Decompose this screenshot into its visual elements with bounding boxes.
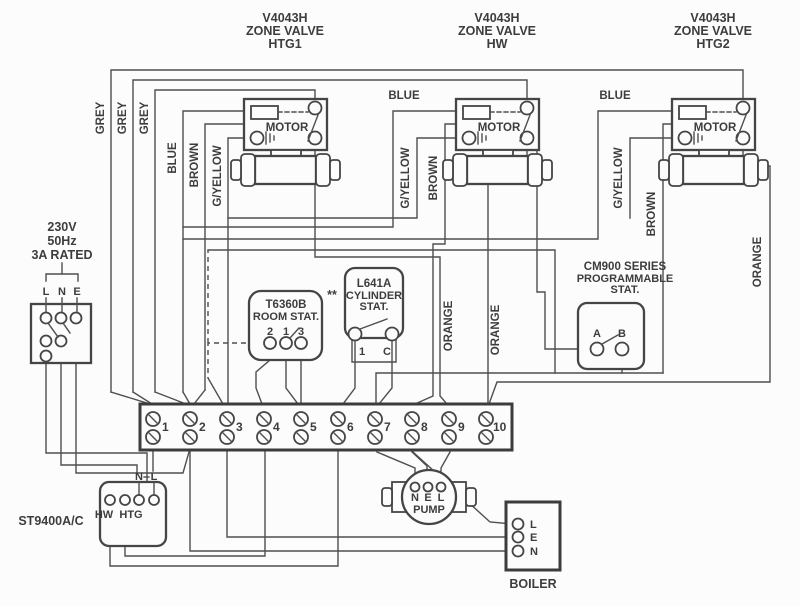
- valve3-zone: HTG2: [696, 37, 729, 51]
- valve1-type: ZONE VALVE: [246, 24, 324, 38]
- room-stat-name: ROOM STAT.: [253, 311, 319, 323]
- terminal-3: 3: [236, 420, 243, 434]
- room-stat-terminal-3: 3: [298, 326, 304, 338]
- terminal-4: 4: [273, 420, 280, 434]
- programmer-terminal-n: N: [135, 471, 143, 483]
- cylinder-stat-terminal-1: 1: [359, 346, 365, 358]
- grey-label-3: GREY: [139, 101, 151, 134]
- valve1-model: V4043H: [262, 11, 307, 25]
- zone-valve-htg1: V4043H ZONE VALVE HTG1 MOTOR: [230, 11, 341, 187]
- pump-label: PUMP: [413, 504, 445, 516]
- blue-label-1: BLUE: [167, 142, 179, 174]
- cm900-terminal-b: B: [618, 328, 626, 340]
- pump-terminal-n: N: [411, 492, 419, 504]
- cylinder-stat-name2: STAT.: [360, 301, 389, 313]
- supply-terminal-l: L: [43, 286, 50, 298]
- wire-colour-labels: GREY GREY GREY BLUE BROWN G/YELLOW BLUE …: [95, 90, 764, 355]
- gyellow-label-2: G/YELLOW: [400, 147, 412, 208]
- supply-terminal-e: E: [73, 286, 80, 298]
- terminal-6: 6: [347, 420, 354, 434]
- valve3-model: V4043H: [690, 11, 735, 25]
- terminal-5: 5: [310, 420, 317, 434]
- cylinder-stat-model: L641A: [357, 278, 392, 290]
- gyellow-label-1: G/YELLOW: [212, 145, 224, 206]
- terminal-strip: 1 2 3 4 5 6 7 8 9 10: [138, 402, 514, 452]
- terminal-9: 9: [458, 420, 465, 434]
- valve3-type: ZONE VALVE: [674, 24, 752, 38]
- pump-terminal-e: E: [424, 492, 431, 504]
- supply-frequency: 50Hz: [47, 234, 76, 248]
- boiler-terminal-n: N: [530, 546, 538, 558]
- valve2-zone: HW: [487, 37, 508, 51]
- room-stat: T6360B ROOM STAT. 2 1 3: [247, 289, 324, 362]
- boiler-label: BOILER: [509, 577, 556, 591]
- room-stat-model: T6360B: [266, 299, 307, 311]
- supply-terminal-n: N: [58, 286, 66, 298]
- terminal-7: 7: [384, 420, 391, 434]
- valve2-motor-label: MOTOR: [478, 122, 521, 134]
- wires-top-feeds: [110, 69, 744, 405]
- orange-label-2: ORANGE: [490, 304, 502, 355]
- mains-supply: 230V 50Hz 3A RATED L N E: [29, 220, 93, 365]
- room-stat-terminal-1: 1: [283, 326, 289, 338]
- orange-label-1: ORANGE: [443, 300, 455, 351]
- blue-label-3: BLUE: [599, 90, 631, 102]
- grey-label-2: GREY: [117, 101, 129, 134]
- programmer: ST9400A/C N L HW HTG: [18, 471, 168, 548]
- pump-terminal-l: L: [438, 492, 445, 504]
- cm900-line2: PROGRAMMABLE: [577, 273, 674, 285]
- valve1-zone: HTG1: [268, 37, 301, 51]
- programmer-model: ST9400A/C: [18, 514, 83, 528]
- valve1-motor-label: MOTOR: [266, 122, 309, 134]
- cylinder-stat: ** L641A CYLINDER STAT. 1 C: [327, 266, 405, 363]
- gyellow-label-3: G/YELLOW: [613, 147, 625, 208]
- programmer-terminal-htg: HTG: [119, 509, 142, 521]
- terminal-screws: [145, 411, 494, 445]
- brown-label-3: BROWN: [646, 192, 658, 237]
- cm900-line3: STAT.: [611, 284, 640, 296]
- terminal-8: 8: [421, 420, 428, 434]
- terminal-2: 2: [199, 420, 206, 434]
- terminal-1: 1: [162, 420, 169, 434]
- cylinder-stat-name1: CYLINDER: [346, 290, 402, 302]
- programmer-terminal-l: L: [151, 471, 158, 483]
- blue-label-2: BLUE: [388, 90, 420, 102]
- room-stat-terminal-2: 2: [267, 326, 273, 338]
- cm900-terminal-a: A: [593, 328, 601, 340]
- valve2-model: V4043H: [474, 11, 519, 25]
- programmable-stat: CM900 SERIES PROGRAMMABLE STAT. A B: [577, 261, 674, 371]
- programmer-terminal-hw: HW: [95, 509, 114, 521]
- valve2-type: ZONE VALVE: [458, 24, 536, 38]
- brown-label-1: BROWN: [189, 143, 201, 188]
- cylinder-stat-terminal-c: C: [383, 346, 391, 358]
- supply-voltage: 230V: [47, 220, 77, 234]
- cylinder-stat-note: **: [327, 288, 337, 302]
- boiler-terminal-l: L: [530, 519, 537, 531]
- zone-valve-hw: V4043H ZONE VALVE HW MOTOR: [442, 11, 553, 187]
- boiler: L E N BOILER: [504, 500, 562, 591]
- orange-label-3: ORANGE: [752, 236, 764, 287]
- cm900-line1: CM900 SERIES: [584, 261, 667, 273]
- zone-valve-htg2: V4043H ZONE VALVE HTG2 MOTOR: [658, 11, 769, 187]
- pump: N E L PUMP: [381, 468, 477, 526]
- grey-label-1: GREY: [95, 101, 107, 134]
- valve3-motor-label: MOTOR: [694, 122, 737, 134]
- boiler-terminal-e: E: [530, 532, 537, 544]
- brown-label-2: BROWN: [428, 156, 440, 201]
- supply-rating: 3A RATED: [31, 248, 92, 262]
- terminal-10: 10: [493, 420, 507, 434]
